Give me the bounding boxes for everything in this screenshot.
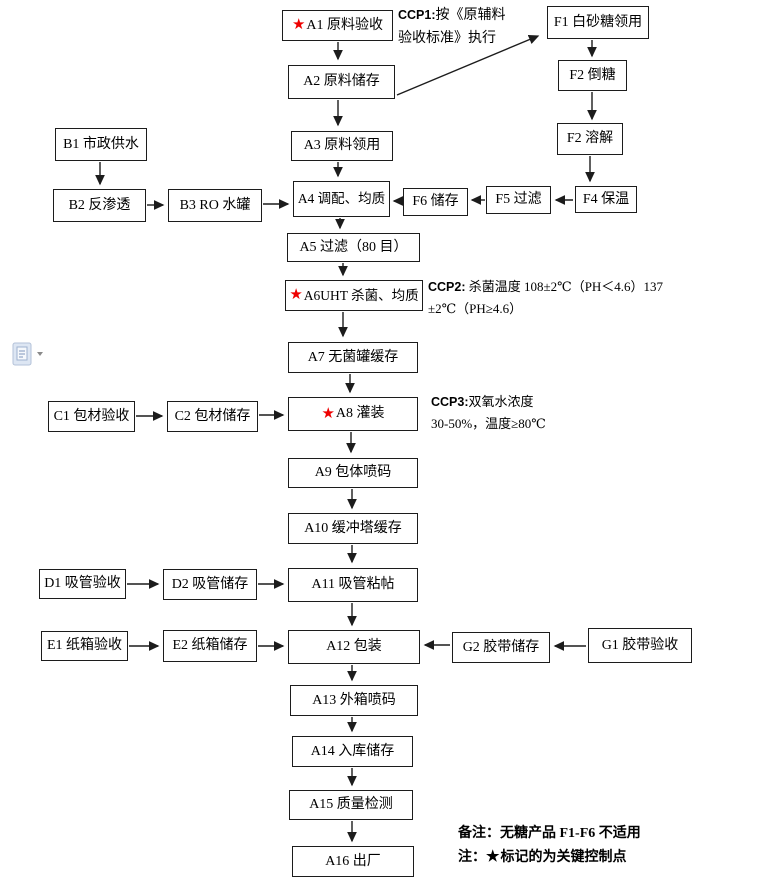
node-f2-pour-label: F2 倒糖 xyxy=(569,67,616,83)
note-sugar-free: 备注：无糖产品 F1-F6 不适用 xyxy=(458,826,641,841)
node-a14: A14 入库储存 xyxy=(292,736,413,767)
node-a2-label: A2 原料储存 xyxy=(303,74,380,89)
ccp1-line1: CCP1:按《原辅料 xyxy=(398,4,510,27)
node-a13-label: A13 外箱喷码 xyxy=(312,692,396,708)
node-a12-label: A12 包装 xyxy=(326,639,382,654)
node-a13: A13 外箱喷码 xyxy=(290,685,418,716)
node-f6-label: F6 储存 xyxy=(412,194,459,209)
node-a16-label: A16 出厂 xyxy=(325,853,381,869)
footer-notes: 备注：无糖产品 F1-F6 不适用 注：★标记的为关键控制点 xyxy=(458,822,641,869)
ccp2-text1: 杀菌温度 108±2℃（PH＜4.6）137 xyxy=(465,279,664,294)
node-c1: C1 包材验收 xyxy=(48,401,135,432)
ccp1-prefix: CCP1: xyxy=(398,8,436,22)
node-a5: A5 过滤（80 目） xyxy=(287,233,420,262)
node-g2: G2 胶带储存 xyxy=(452,632,550,663)
node-b1-label: B1 市政供水 xyxy=(63,136,139,152)
note-ccp-legend: 注：★标记的为关键控制点 xyxy=(458,846,641,870)
node-a7: A7 无菌罐缓存 xyxy=(288,342,418,373)
node-a5-label: A5 过滤（80 目） xyxy=(299,239,408,255)
node-f4: F4 保温 xyxy=(575,186,637,213)
ccp2-line1: CCP2: 杀菌温度 108±2℃（PH＜4.6）137 xyxy=(428,276,708,298)
node-a1: ★ A1 原料验收 xyxy=(282,10,393,41)
node-a2: A2 原料储存 xyxy=(288,65,395,99)
node-g1: G1 胶带验收 xyxy=(588,628,692,663)
node-a15: A15 质量检测 xyxy=(289,790,413,820)
node-f1: F1 白砂糖领用 xyxy=(547,6,649,39)
node-a4-label: A4 调配、均质 xyxy=(297,191,386,207)
node-e2-label: E2 纸箱储存 xyxy=(172,638,248,653)
node-a14-label: A14 入库储存 xyxy=(310,743,395,759)
node-a11: A11 吸管粘帖 xyxy=(288,568,418,602)
ccp2-line2: ±2℃（PH≥4.6） xyxy=(428,301,523,316)
ccp1-text1: 按《原辅料 xyxy=(435,8,506,23)
note2-text: 标记的为关键控制点 xyxy=(500,849,627,865)
critical-star-icon: ★ xyxy=(289,287,303,303)
dropdown-arrow-icon xyxy=(37,352,43,356)
node-b3: B3 RO 水罐 xyxy=(168,189,262,222)
node-d2: D2 吸管储存 xyxy=(163,569,257,600)
node-b3-label: B3 RO 水罐 xyxy=(179,197,251,213)
node-a8: ★ A8 灌装 xyxy=(288,397,418,431)
node-a6: ★ A6UHT 杀菌、均质 xyxy=(285,280,423,311)
note2-prefix: 注： xyxy=(458,849,486,865)
node-d2-label: D2 吸管储存 xyxy=(171,576,249,592)
node-f4-label: F4 保温 xyxy=(582,191,630,207)
node-a3-label: A3 原料领用 xyxy=(303,138,381,153)
node-b2-label: B2 反渗透 xyxy=(68,197,131,213)
ccp3-text1: 双氧水浓度 xyxy=(468,394,534,409)
node-g2-label: G2 胶带储存 xyxy=(462,639,540,655)
node-d1-label: D1 吸管验收 xyxy=(44,576,121,591)
ccp3-prefix: CCP3: xyxy=(431,395,469,409)
node-a11-label: A11 吸管粘帖 xyxy=(311,577,395,592)
node-a10-label: A10 缓冲塔缓存 xyxy=(304,520,402,536)
node-c2-label: C2 包材储存 xyxy=(174,408,251,424)
ccp1-line2: 验收标准》执行 xyxy=(398,31,496,46)
node-f5: F5 过滤 xyxy=(486,186,551,214)
node-g1-label: G1 胶带验收 xyxy=(601,637,679,653)
node-a10: A10 缓冲塔缓存 xyxy=(288,513,418,544)
node-c2: C2 包材储存 xyxy=(167,401,258,432)
node-a1-label: A1 原料验收 xyxy=(306,17,384,33)
node-f5-label: F5 过滤 xyxy=(495,192,542,207)
ccp3-line2: 30-50%，温度≥80℃ xyxy=(431,416,546,431)
node-f2-pour: F2 倒糖 xyxy=(558,60,627,91)
node-f1-label: F1 白砂糖领用 xyxy=(553,14,643,30)
node-a4: A4 调配、均质 xyxy=(293,181,390,217)
ccp3-annotation: CCP3:双氧水浓度 30-50%，温度≥80℃ xyxy=(431,391,611,435)
node-e1-label: E1 纸箱验收 xyxy=(46,638,123,653)
paste-options-icon[interactable] xyxy=(12,342,46,366)
node-a9: A9 包体喷码 xyxy=(288,458,418,488)
node-f2-dissolve-label: F2 溶解 xyxy=(566,131,614,146)
critical-star-icon: ★ xyxy=(291,17,306,33)
legend-star-icon: ★ xyxy=(486,848,500,865)
ccp1-annotation: CCP1:按《原辅料 验收标准》执行 xyxy=(398,4,510,50)
node-a6-label: A6UHT 杀菌、均质 xyxy=(303,287,419,303)
node-d1: D1 吸管验收 xyxy=(39,569,126,599)
node-f2-dissolve: F2 溶解 xyxy=(557,123,623,155)
node-e1: E1 纸箱验收 xyxy=(41,631,128,661)
node-a7-label: A7 无菌罐缓存 xyxy=(307,349,399,365)
node-c1-label: C1 包材验收 xyxy=(53,408,130,424)
ccp2-prefix: CCP2: xyxy=(428,280,466,294)
node-a3: A3 原料领用 xyxy=(291,131,393,161)
node-f6: F6 储存 xyxy=(403,188,468,216)
node-b1: B1 市政供水 xyxy=(55,128,147,161)
node-b2: B2 反渗透 xyxy=(53,189,146,222)
node-e2: E2 纸箱储存 xyxy=(163,630,257,662)
ccp3-line1: CCP3:双氧水浓度 xyxy=(431,391,611,413)
node-a8-label: A8 灌装 xyxy=(335,406,385,421)
node-a9-label: A9 包体喷码 xyxy=(314,465,392,480)
node-a12: A12 包装 xyxy=(288,630,420,664)
critical-star-icon: ★ xyxy=(321,405,335,422)
ccp2-annotation: CCP2: 杀菌温度 108±2℃（PH＜4.6）137 ±2℃（PH≥4.6） xyxy=(428,276,708,320)
node-a15-label: A15 质量检测 xyxy=(309,797,393,812)
node-a16: A16 出厂 xyxy=(292,846,414,877)
